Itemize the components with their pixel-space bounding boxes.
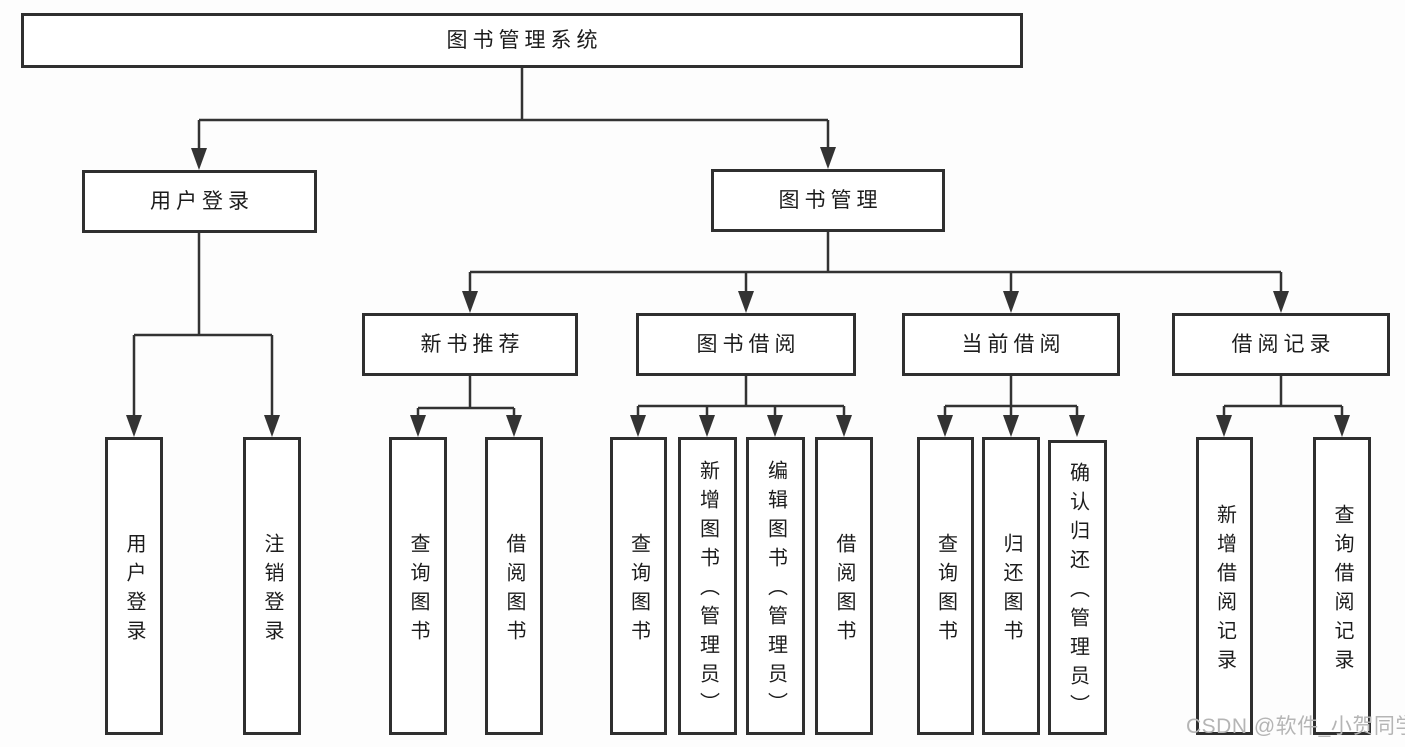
node-user-login-branch: 用户登录 — [82, 170, 317, 233]
node-label: 当前借阅 — [961, 333, 1066, 356]
arrow-down-icon — [264, 415, 280, 437]
leaf-bb-edit-books-admin: 编辑图书（管理员） — [746, 437, 805, 735]
leaf-cb-query-books: 查询图书 — [917, 437, 974, 735]
node-label: 用户登录 — [123, 532, 145, 649]
node-label: 用户登录 — [150, 190, 254, 213]
arrowheads — [126, 147, 1350, 437]
node-label: 新增图书（管理员） — [696, 460, 719, 721]
arrow-down-icon — [1003, 291, 1019, 313]
arrow-down-icon — [937, 415, 953, 437]
arrow-down-icon — [738, 291, 754, 313]
watermark: CSDN @软件_小贺同学 — [1186, 715, 1405, 738]
section-new-book-recommend: 新书推荐 — [362, 313, 578, 376]
leaf-br-add-record: 新增借阅记录 — [1196, 437, 1253, 735]
leaf-bb-add-books-admin: 新增图书（管理员） — [678, 437, 737, 735]
arrow-down-icon — [1334, 415, 1350, 437]
leaf-bb-borrow-books: 借阅图书 — [815, 437, 873, 735]
node-label: 新增借阅记录 — [1213, 503, 1236, 678]
arrow-down-icon — [126, 415, 142, 437]
node-label: 查询图书 — [627, 532, 650, 649]
node-label: 查询图书 — [407, 532, 429, 649]
node-root: 图书管理系统 — [21, 13, 1023, 68]
arrow-down-icon — [1003, 415, 1019, 437]
arrow-down-icon — [767, 415, 783, 437]
node-label: 借阅图书 — [503, 532, 525, 649]
node-book-management: 图书管理 — [711, 169, 945, 232]
connector-lines — [132, 68, 1344, 419]
leaf-logout: 注销登录 — [243, 437, 301, 735]
arrow-down-icon — [820, 147, 836, 169]
node-label: 归还图书 — [1000, 532, 1022, 649]
arrow-down-icon — [836, 415, 852, 437]
leaf-user-login: 用户登录 — [105, 437, 163, 735]
leaf-bb-query-books: 查询图书 — [610, 437, 667, 735]
leaf-nb-query-books: 查询图书 — [389, 437, 447, 735]
arrow-down-icon — [1069, 415, 1085, 437]
node-label: 查询借阅记录 — [1331, 503, 1353, 678]
node-label: 图书管理系统 — [446, 29, 603, 52]
arrow-down-icon — [630, 415, 646, 437]
arrow-down-icon — [699, 415, 715, 437]
node-label: 确认归还（管理员） — [1066, 461, 1089, 723]
node-label: 借阅记录 — [1231, 333, 1336, 356]
leaf-br-query-record: 查询借阅记录 — [1313, 437, 1371, 735]
arrow-down-icon — [1216, 415, 1232, 437]
node-label: 编辑图书（管理员） — [764, 460, 787, 721]
leaf-nb-borrow-books: 借阅图书 — [485, 437, 543, 735]
node-label: 新书推荐 — [420, 333, 525, 356]
arrow-down-icon — [1273, 291, 1289, 313]
node-label: 注销登录 — [261, 532, 283, 649]
node-label: 查询图书 — [934, 532, 957, 649]
node-label: 图书管理 — [778, 189, 883, 212]
arrow-down-icon — [410, 415, 426, 437]
leaf-cb-confirm-return-admin: 确认归还（管理员） — [1048, 440, 1107, 735]
leaf-cb-return-books: 归还图书 — [982, 437, 1040, 735]
node-label: 借阅图书 — [833, 532, 855, 649]
arrow-down-icon — [462, 291, 478, 313]
section-book-borrow: 图书借阅 — [636, 313, 856, 376]
node-label: 图书借阅 — [696, 333, 801, 356]
arrow-down-icon — [191, 148, 207, 170]
arrow-down-icon — [506, 415, 522, 437]
section-current-borrow: 当前借阅 — [902, 313, 1120, 376]
section-borrow-records: 借阅记录 — [1172, 313, 1390, 376]
